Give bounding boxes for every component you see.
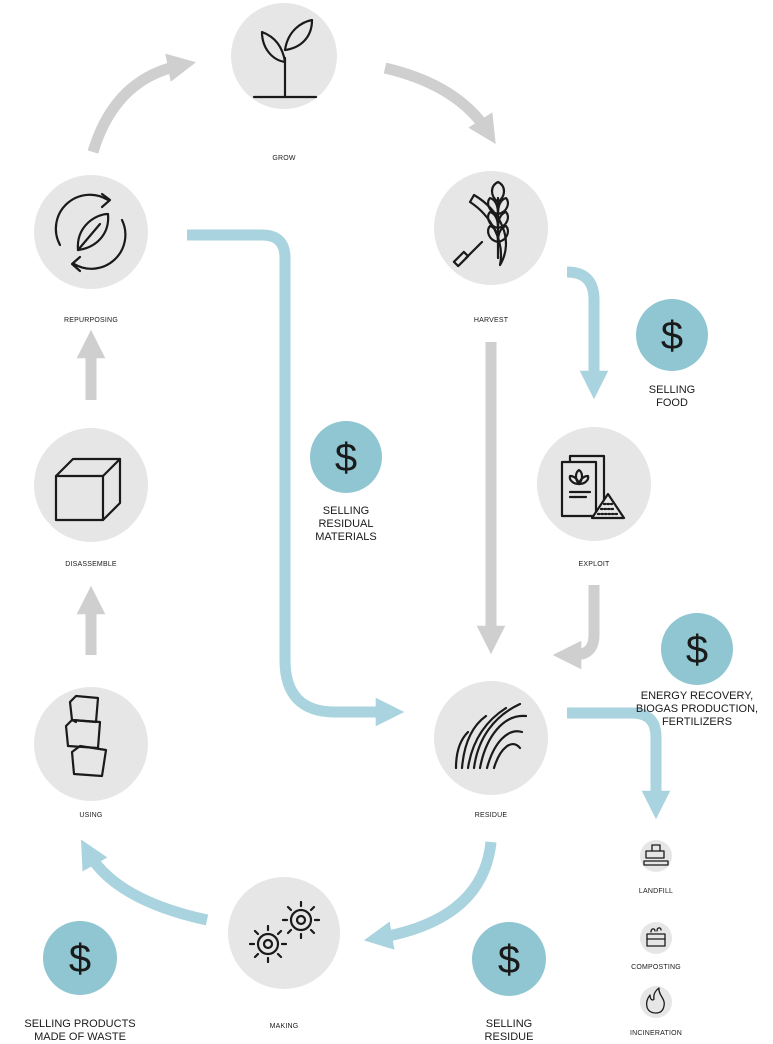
- exploit-label: EXPLOIT: [578, 561, 610, 568]
- cube-icon: [54, 457, 122, 522]
- repurposing-label: REPURPOSING: [64, 317, 118, 324]
- dollar-icon: $: [69, 937, 91, 981]
- making-label: MAKING: [269, 1023, 299, 1030]
- arrow-residue-to-disposal: [567, 707, 671, 820]
- selling-food-label: SELLING FOOD: [648, 384, 696, 409]
- dollar-icon: $: [661, 314, 683, 358]
- using-circle: [34, 687, 148, 801]
- disassemble-label: DISASSEMBLE: [65, 561, 117, 568]
- residue-label: RESIDUE: [474, 812, 508, 819]
- selling-residual-materials-label: SELLING RESIDUAL MATERIALS: [315, 505, 377, 543]
- landfill-circle: [640, 840, 672, 872]
- dollar-icon: $: [498, 938, 520, 982]
- dollar-circle-food: [636, 299, 708, 371]
- dollar-icon: $: [335, 436, 357, 480]
- making-circle: [228, 877, 340, 989]
- arrow-exploit-to-residue: [552, 585, 600, 670]
- dollar-icon: $: [686, 628, 708, 672]
- arrow-repurposing-to-residue: [187, 229, 405, 727]
- sprout-icon: [252, 18, 318, 99]
- disassemble-circle: [34, 428, 148, 542]
- product-pack-icon: [560, 454, 626, 520]
- stacked-cubes-icon: [64, 694, 108, 778]
- flame-icon: [645, 987, 665, 1014]
- arrow-repurposing-to-grow: [87, 53, 197, 154]
- using-label: USING: [79, 812, 103, 819]
- grass-residue-icon: [454, 702, 528, 770]
- composting-circle: [640, 922, 672, 954]
- incineration-label: INCINERATION: [629, 1030, 683, 1037]
- repurposing-circle: [34, 175, 148, 289]
- arrow-residue-to-making: [363, 841, 497, 950]
- dollar-badges: [43, 299, 733, 996]
- composting-label: COMPOSTING: [631, 964, 681, 971]
- harvest-circle: [434, 171, 548, 285]
- dollar-circle-products: [43, 921, 117, 995]
- dollar-circle-energy: [661, 613, 733, 685]
- landfill-label: LANDFILL: [638, 888, 674, 895]
- harvest-label: HARVEST: [473, 317, 509, 324]
- wheat-sickle-icon: [452, 180, 509, 268]
- selling-products-label: SELLING PRODUCTS MADE OF WASTE: [24, 1018, 136, 1043]
- dollar-circle-residue: [472, 922, 546, 996]
- selling-residue-label: SELLING RESIDUE: [484, 1018, 534, 1043]
- arrow-making-to-using: [80, 839, 209, 926]
- grow-label: GROW: [272, 155, 296, 162]
- composting-icon: [646, 927, 666, 947]
- arrow-harvest-to-exploit: [566, 266, 609, 400]
- dollar-circle-residual: [310, 421, 382, 493]
- arrow-grow-to-harvest: [383, 62, 496, 145]
- energy-recovery-label: ENERGY RECOVERY, BIOGAS PRODUCTION, FERT…: [635, 690, 759, 728]
- leaf-recycle-icon: [54, 192, 127, 273]
- landfill-icon: [643, 844, 669, 866]
- gears-icon: [248, 900, 321, 964]
